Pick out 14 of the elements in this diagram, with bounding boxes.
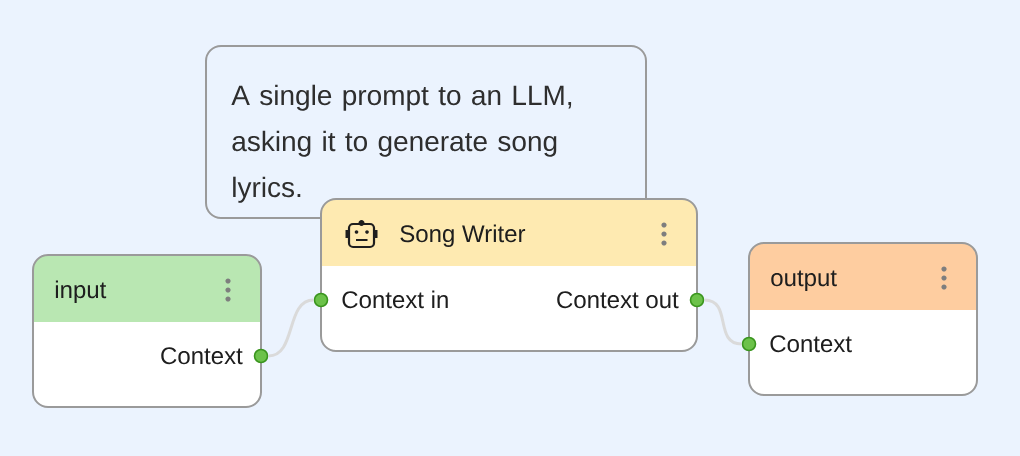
port-label: Context [161, 347, 243, 365]
port-label: Context out [557, 291, 679, 309]
node-card [313, 198, 705, 352]
connector-line [268, 298, 314, 358]
comment-box [205, 45, 647, 219]
comment-text: A single prompt to an LLM, asking it to generate song lyrics. [231, 84, 572, 203]
card-title: input [55, 280, 107, 303]
node-card [741, 242, 978, 396]
card-title: output [771, 270, 837, 291]
port-label: Context in [342, 290, 448, 309]
connector-line [704, 298, 742, 346]
node-card [32, 254, 269, 408]
port-label: Context [770, 335, 852, 353]
card-title: Song Writer [400, 224, 526, 247]
